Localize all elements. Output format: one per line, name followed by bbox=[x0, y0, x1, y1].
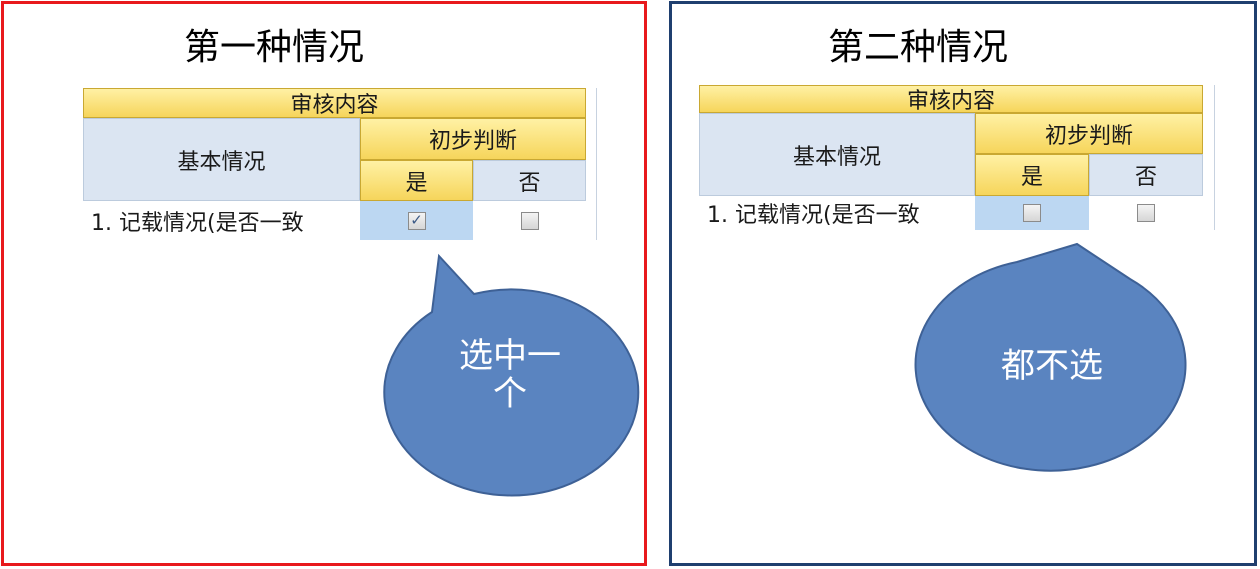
speech-bubble-text: 选中一 个 bbox=[454, 337, 566, 413]
yes-column-header: 是 bbox=[975, 154, 1089, 196]
speech-bubble-line-1: 都不选 bbox=[1001, 346, 1103, 386]
yes-cell bbox=[975, 196, 1089, 230]
speech-bubble-shape bbox=[914, 242, 1187, 472]
scenario-one-title: 第一种情况 bbox=[184, 27, 365, 68]
no-checkbox[interactable] bbox=[520, 211, 539, 230]
row-label: 1. 记载情况(是否一致 bbox=[699, 196, 975, 230]
row-label: 1. 记载情况(是否一致 bbox=[83, 201, 360, 240]
review-content-header: 审核内容 bbox=[699, 85, 1203, 113]
basic-info-header: 基本情况 bbox=[83, 118, 360, 201]
yes-column-header: 是 bbox=[360, 160, 473, 201]
review-table: 审核内容 基本情况 初步判断 是 否 1. 记载情况(是否一致 ✓ bbox=[79, 88, 599, 240]
table-edge bbox=[1214, 85, 1215, 230]
scenario-one-panel: 第一种情况 审核内容 基本情况 初步判断 是 否 1. 记载情况(是否一致 ✓ … bbox=[1, 1, 647, 566]
no-column-header: 否 bbox=[473, 160, 586, 201]
speech-bubble-line-1: 选中一 bbox=[459, 336, 561, 376]
yes-checkbox[interactable] bbox=[1023, 204, 1041, 222]
review-table: 审核内容 基本情况 初步判断 是 否 1. 记载情况(是否一致 bbox=[683, 85, 1218, 230]
initial-judgement-header: 初步判断 bbox=[360, 118, 586, 160]
no-cell bbox=[473, 201, 586, 240]
yes-cell: ✓ bbox=[360, 201, 473, 240]
yes-checkbox[interactable]: ✓ bbox=[407, 211, 426, 230]
speech-bubble-text: 都不选 bbox=[982, 347, 1122, 385]
no-checkbox[interactable] bbox=[1137, 204, 1155, 222]
table-edge bbox=[596, 88, 597, 240]
basic-info-header: 基本情况 bbox=[699, 113, 975, 196]
speech-bubble-line-2: 个 bbox=[493, 374, 527, 414]
initial-judgement-header: 初步判断 bbox=[975, 113, 1203, 154]
scenario-two-panel: 第二种情况 审核内容 基本情况 初步判断 是 否 1. 记载情况(是否一致 都不… bbox=[669, 1, 1257, 566]
scenario-two-title: 第二种情况 bbox=[828, 27, 1009, 68]
no-column-header: 否 bbox=[1089, 154, 1203, 196]
review-content-header: 审核内容 bbox=[83, 88, 586, 118]
no-cell bbox=[1089, 196, 1203, 230]
speech-bubble bbox=[383, 253, 640, 497]
speech-bubble-shape bbox=[383, 253, 640, 497]
speech-bubble bbox=[914, 242, 1187, 472]
